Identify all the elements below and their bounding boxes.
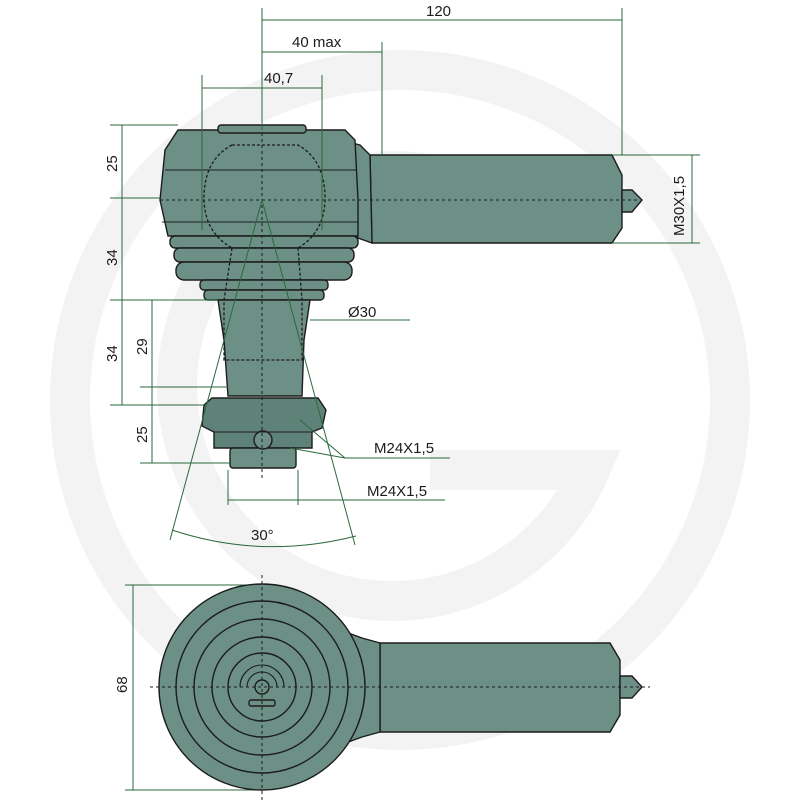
cotter-pin-hole [253,430,273,450]
overall-length-label: 120 [426,3,451,20]
shank-tip [621,189,643,213]
pin-hidden-outline [223,247,303,361]
pin-thread-end [229,447,297,469]
pin-length-label: 34 [104,345,121,362]
head-height-label: 25 [104,155,121,172]
pin-diameter-label: Ø30 [348,304,376,321]
nut-thread-label: M24X1,5 [374,440,434,457]
head-diameter-label: 68 [114,676,131,693]
shank-thread-label: M30X1,5 [671,176,688,236]
ball-hidden-outline [203,144,326,249]
boot-ring-4 [199,279,329,291]
boot-height-label: 34 [104,249,121,266]
pin-thread-label: M24X1,5 [367,483,427,500]
pin-thread-length-label: 29 [134,338,151,355]
dimension-labels: 120 40 max 40,7 25 34 34 29 25 Ø30 M30X1… [104,3,688,693]
boot-ring-5 [203,289,325,301]
boot-ring-2 [173,247,355,263]
swivel-angle-label: 30° [251,527,274,544]
top-view [150,575,650,800]
pin-offset-label: 40 max [292,34,342,51]
boot-ring-3 [175,261,353,281]
shank-body [369,154,623,244]
ball-pin-taper [217,299,311,397]
housing-head [159,129,359,237]
ball-width-label: 40,7 [264,70,293,87]
side-view [159,115,643,480]
nut-height-label: 25 [134,426,151,443]
boot-ring-1 [169,235,359,249]
dimension-lines [110,8,700,791]
